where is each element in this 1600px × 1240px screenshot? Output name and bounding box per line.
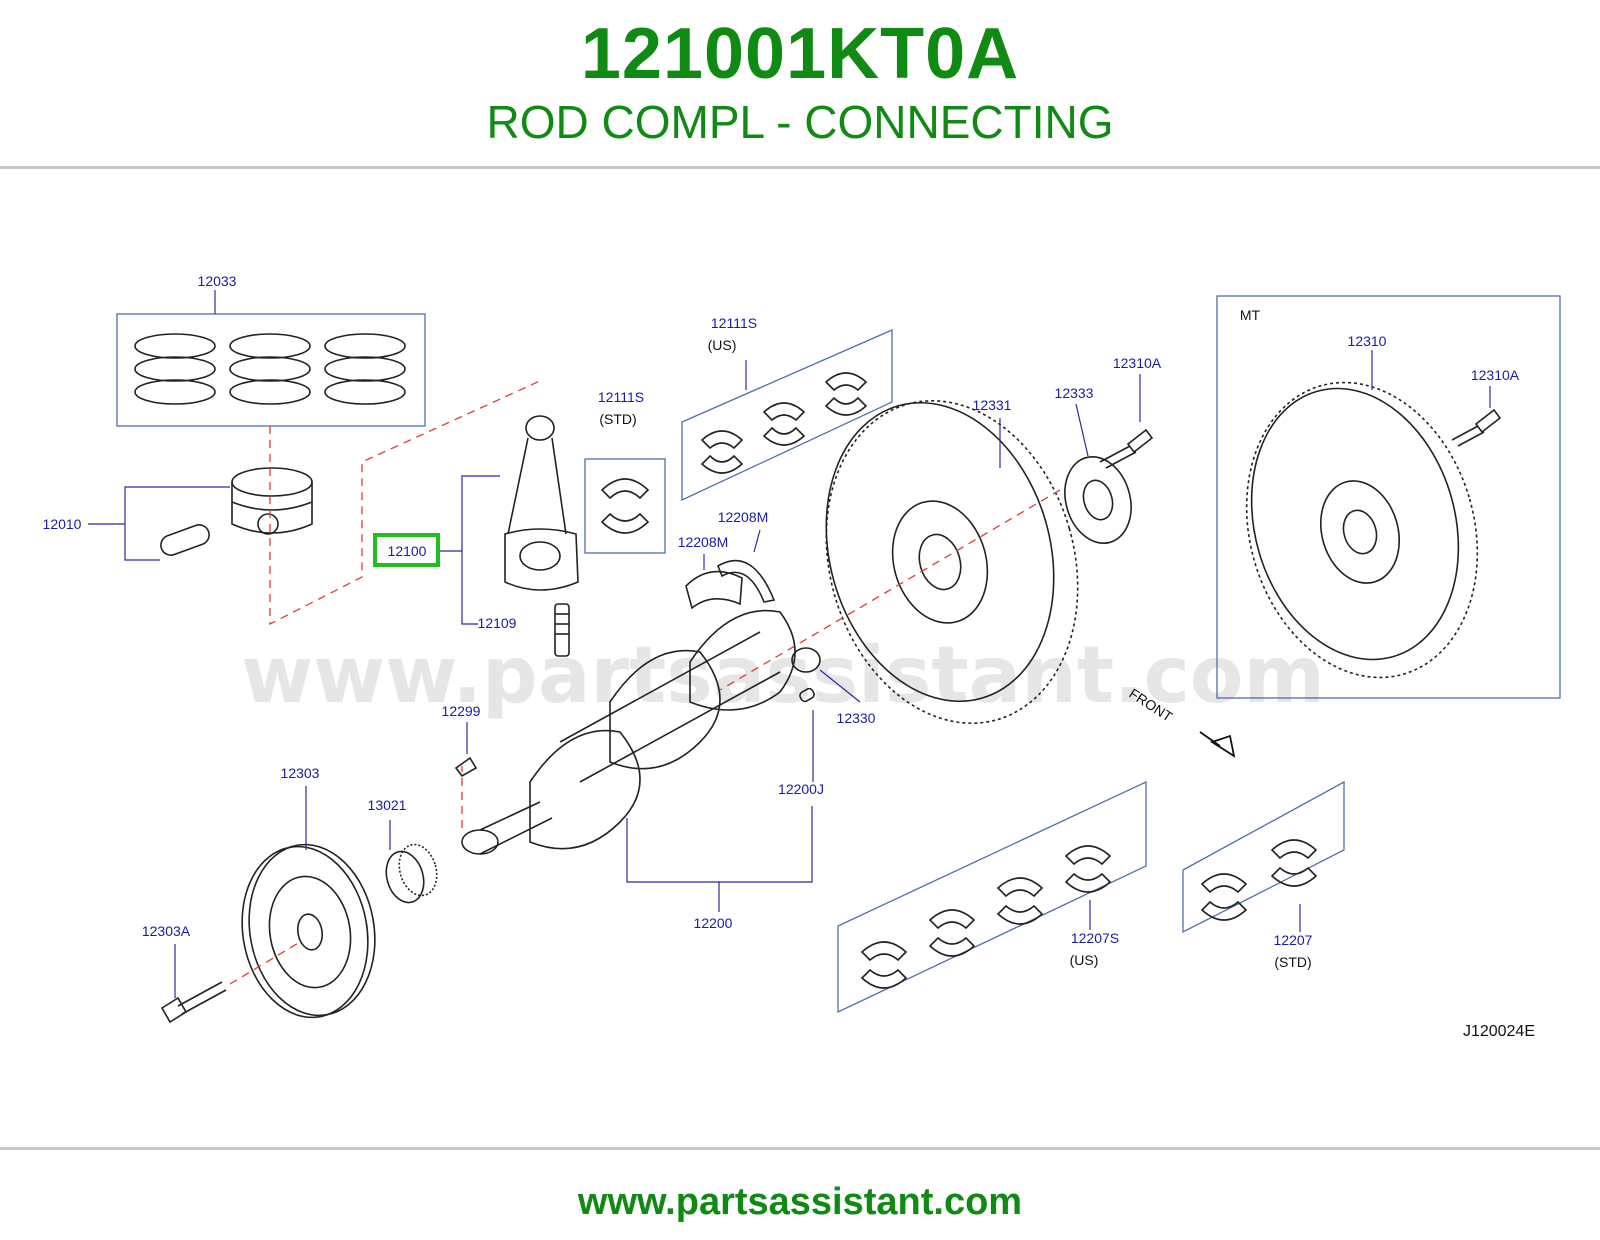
part-number-title: 121001KT0A xyxy=(580,14,1020,94)
front-arrow-icon xyxy=(1199,731,1236,758)
watermark-text: www.partsassistant.com xyxy=(241,631,1325,721)
exploded-parts-diagram: www.partsassistant.com 12033 12010 xyxy=(43,273,1561,1040)
callout-12333[interactable]: 12333 xyxy=(1055,385,1094,401)
main-bearing-us[interactable] xyxy=(837,780,1147,1014)
thrust-washers[interactable] xyxy=(685,559,776,610)
flywheel-bolt[interactable] xyxy=(1099,428,1154,469)
pilot-bushing[interactable] xyxy=(791,647,821,703)
note-std-main: (STD) xyxy=(1274,954,1311,970)
callout-12109[interactable]: 12109 xyxy=(478,615,517,631)
callout-12111s-std[interactable]: 12111S xyxy=(598,389,644,405)
woodruff-key[interactable] xyxy=(454,756,478,778)
callout-12310a-mt[interactable]: 12310A xyxy=(1471,367,1520,383)
connecting-rod[interactable] xyxy=(504,415,579,657)
callout-12303a[interactable]: 12303A xyxy=(142,923,191,939)
crankshaft[interactable] xyxy=(461,609,796,855)
callout-12033[interactable]: 12033 xyxy=(198,273,237,289)
reinforcement-plate[interactable] xyxy=(1055,449,1141,551)
drive-plate[interactable] xyxy=(790,371,1115,754)
mt-label: MT xyxy=(1240,307,1261,323)
callout-12111s-us[interactable]: 12111S xyxy=(711,315,757,331)
callout-12207[interactable]: 12207 xyxy=(1274,932,1313,948)
callout-12200[interactable]: 12200 xyxy=(694,915,733,931)
header-divider xyxy=(0,166,1600,169)
note-std: (STD) xyxy=(599,411,636,427)
callout-12208m-a[interactable]: 12208M xyxy=(718,509,769,525)
drawing-code: J120024E xyxy=(1463,1023,1535,1040)
pulley-bolt[interactable] xyxy=(160,981,227,1024)
piston-assembly[interactable] xyxy=(158,467,313,558)
callout-12207s[interactable]: 12207S xyxy=(1071,930,1119,946)
footer-website-link[interactable]: www.partsassistant.com xyxy=(577,1181,1023,1223)
callout-13021[interactable]: 13021 xyxy=(368,797,407,813)
callout-12208m-b[interactable]: 12208M xyxy=(678,534,729,550)
callout-12331[interactable]: 12331 xyxy=(973,397,1012,413)
crank-sprocket[interactable] xyxy=(381,840,443,907)
callout-12200j[interactable]: 12200J xyxy=(778,781,824,797)
page-header: 121001KT0A ROD COMPL - CONNECTING xyxy=(0,0,1600,168)
callout-12299[interactable]: 12299 xyxy=(442,703,481,719)
callout-12100-highlighted[interactable]: 12100 xyxy=(388,543,427,559)
callout-12310[interactable]: 12310 xyxy=(1348,333,1387,349)
highlight-box xyxy=(373,533,440,567)
callout-12010[interactable]: 12010 xyxy=(43,516,82,532)
main-bearing-std[interactable] xyxy=(1182,780,1345,934)
rod-bearing-std[interactable] xyxy=(584,458,666,554)
callout-12330[interactable]: 12330 xyxy=(837,710,876,726)
crank-pulley[interactable] xyxy=(229,835,388,1028)
note-us: (US) xyxy=(708,337,737,353)
note-us-main: (US) xyxy=(1070,952,1099,968)
piston-ring-set[interactable] xyxy=(116,313,426,427)
rod-bearing-us[interactable] xyxy=(681,329,893,502)
callout-12303[interactable]: 12303 xyxy=(281,765,320,781)
footer-divider xyxy=(0,1147,1600,1150)
callout-12310a[interactable]: 12310A xyxy=(1113,355,1162,371)
part-name-subtitle: ROD COMPL - CONNECTING xyxy=(486,96,1114,148)
